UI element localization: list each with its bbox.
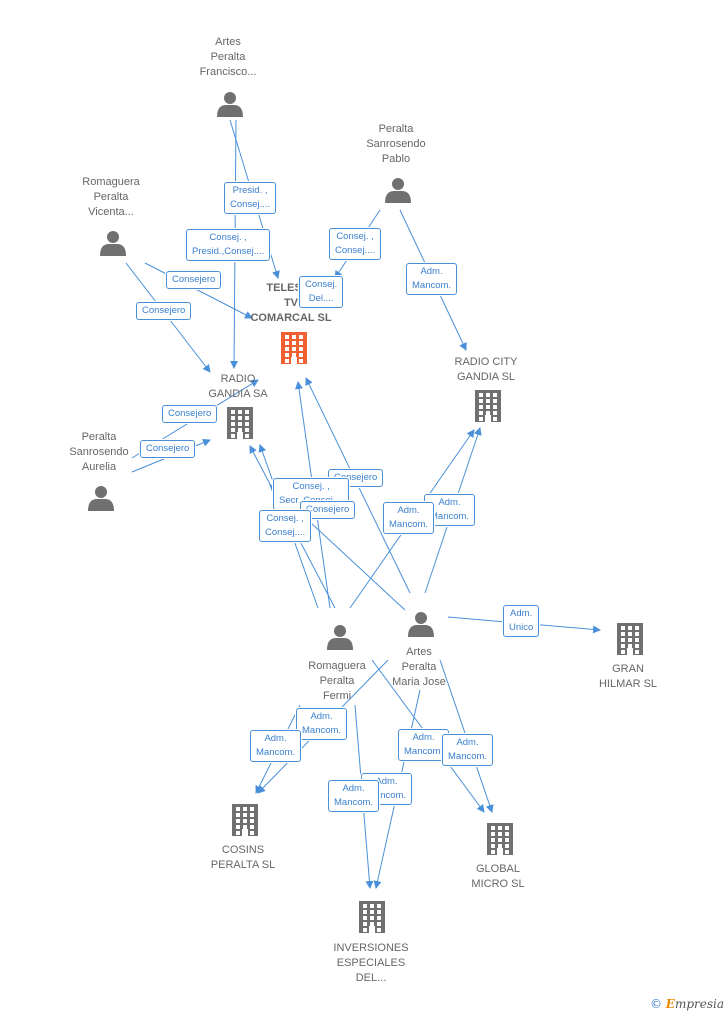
company-icon[interactable] <box>227 407 253 439</box>
person-name-label[interactable]: Artes Peralta Francisco... <box>199 36 257 78</box>
empresia-logo: © Empresia <box>649 997 724 1011</box>
relationship-label[interactable]: Consejero <box>166 271 222 289</box>
company-icon[interactable] <box>475 390 501 422</box>
relationship-label[interactable]: Adm. Mancom. <box>406 263 458 295</box>
company-name-label[interactable]: GRAN HILMAR SL <box>598 663 658 690</box>
relationship-label[interactable]: Adm. Mancom. <box>250 730 302 762</box>
company-name-label[interactable]: RADIO GANDIA SA <box>208 373 268 400</box>
company-name-label[interactable]: GLOBAL MICRO SL <box>471 863 525 890</box>
relationship-label[interactable]: Adm. Mancom. <box>442 734 494 766</box>
edge-line <box>144 262 253 319</box>
company-icon[interactable] <box>359 901 385 933</box>
person-icon[interactable] <box>88 486 114 511</box>
person-name-label[interactable]: Artes Peralta Maria Jose <box>392 646 446 688</box>
company-icon[interactable] <box>232 804 258 836</box>
relationship-label[interactable]: Consej. , Consej.... <box>259 510 312 542</box>
focus-company-icon[interactable] <box>281 332 307 364</box>
relationship-label[interactable]: Adm. Mancom. <box>296 708 348 740</box>
relationship-label[interactable]: Consej. , Presid.,Consej.... <box>186 229 271 261</box>
relationship-label[interactable]: Adm. Unico <box>503 605 540 637</box>
person-icon[interactable] <box>100 231 126 256</box>
person-icon[interactable] <box>217 92 243 117</box>
relationship-label[interactable]: Adm. Mancom. <box>328 780 380 812</box>
person-icon[interactable] <box>327 625 353 650</box>
relationship-label[interactable]: Adm. Mancom. <box>383 502 435 534</box>
person-icon[interactable] <box>408 612 434 637</box>
person-name-label[interactable]: Peralta Sanrosendo Pablo <box>366 123 426 165</box>
company-name-label[interactable]: RADIO CITY GANDIA SL <box>454 356 518 383</box>
relationship-label[interactable]: Consejero <box>136 302 192 320</box>
person-icon[interactable] <box>385 178 411 203</box>
person-name-label[interactable]: Peralta Sanrosendo Aurelia <box>69 431 129 473</box>
relationship-label[interactable]: Consejero <box>140 440 196 458</box>
company-name-label[interactable]: COSINS PERALTA SL <box>210 844 276 871</box>
person-name-label[interactable]: Romaguera Peralta Fermi <box>308 660 366 702</box>
company-icon[interactable] <box>487 823 513 855</box>
company-name-label[interactable]: INVERSIONES ESPECIALES DEL... <box>333 942 409 984</box>
person-name-label[interactable]: Romaguera Peralta Vicenta... <box>82 176 140 218</box>
relationship-label[interactable]: Adm. Mancom. <box>424 494 476 526</box>
relationship-label[interactable]: Consejero <box>162 405 218 423</box>
relationship-label[interactable]: Presid. , Consej.... <box>224 182 277 214</box>
company-icon[interactable] <box>617 623 643 655</box>
relationship-label[interactable]: Consej. , Consej.... <box>329 228 382 260</box>
relationship-label[interactable]: Consej. Del.... <box>299 276 344 308</box>
